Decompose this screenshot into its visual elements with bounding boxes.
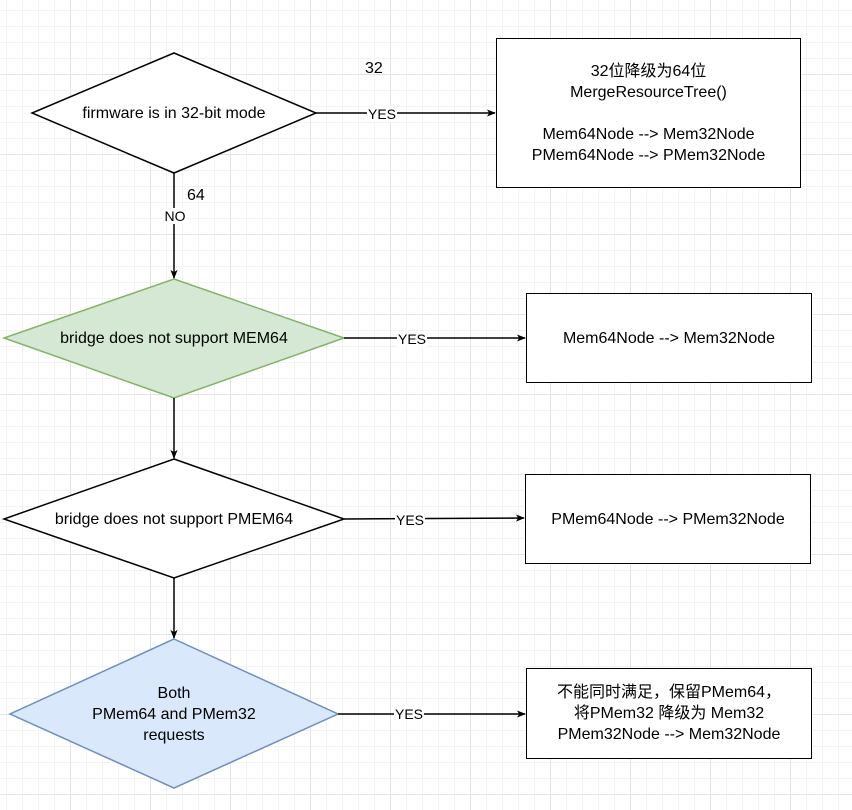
edge-label-pmem64-yes: YES [394, 512, 426, 528]
decision-label-both: Both PMem64 and PMem32 requests [92, 684, 256, 744]
annotation-64: 64 [187, 187, 205, 204]
decision-diamond-both[interactable] [8, 638, 340, 789]
edge-pmem64-yes [343, 514, 525, 522]
action-box-downgrade-all[interactable]: 32位降级为64位 MergeResourceTree() Mem64Node … [496, 38, 801, 188]
action-box-keep-pmem64[interactable]: 不能同时满足，保留PMem64， 将PMem32 降级为 Mem32 PMem3… [526, 668, 812, 759]
decision-label-mem64: bridge does not support MEM64 [60, 329, 288, 347]
annotation-32: 32 [365, 60, 383, 77]
action-box-mem64-to-mem32[interactable]: Mem64Node --> Mem32Node [526, 293, 812, 383]
edge-label-mode-yes: YES [366, 106, 398, 122]
action-box-pmem64-to-pmem32[interactable]: PMem64Node --> PMem32Node [525, 474, 811, 564]
edge-label-mem64-yes: YES [396, 331, 428, 347]
decision-label-pmem64: bridge does not support PMEM64 [54, 510, 294, 528]
decision-label-mode: firmware is in 32-bit mode [82, 104, 266, 122]
edge-label-both-yes: YES [393, 706, 425, 722]
edge-label-mode-no: NO [163, 208, 187, 224]
